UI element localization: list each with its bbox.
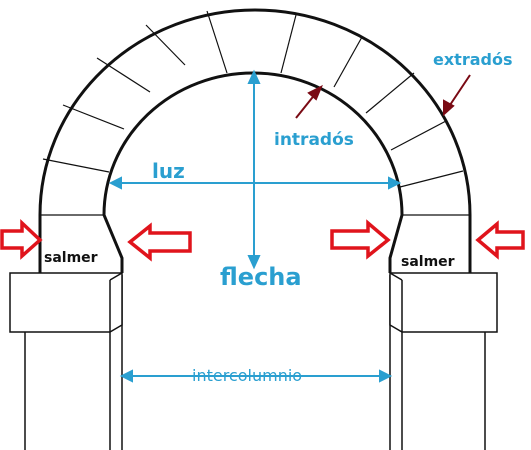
label-salmer-right: salmer bbox=[401, 254, 455, 270]
extrados-pointer bbox=[443, 74, 471, 117]
right-inner-arrow bbox=[330, 219, 391, 260]
intercolumnio-dimension bbox=[119, 369, 393, 383]
salmer-arrows bbox=[0, 218, 525, 262]
label-flecha: flecha bbox=[220, 263, 302, 291]
left-inner-arrow bbox=[127, 222, 192, 262]
extrados-curve bbox=[38, 8, 472, 273]
flecha-dimension bbox=[247, 69, 261, 270]
left-capital bbox=[9, 272, 123, 333]
voussoir-joints bbox=[40, 10, 470, 216]
arch bbox=[38, 8, 472, 273]
label-intrados: intradós bbox=[274, 130, 354, 150]
label-salmer-left: salmer bbox=[44, 250, 98, 266]
label-intercolumnio: intercolumnio bbox=[192, 366, 302, 385]
intrados-pointer bbox=[295, 84, 323, 119]
right-outer-arrow bbox=[475, 220, 525, 260]
label-luz: luz bbox=[152, 159, 185, 183]
left-outer-arrow bbox=[0, 218, 43, 260]
label-extrados: extradós bbox=[433, 50, 512, 69]
right-capital bbox=[389, 272, 498, 333]
